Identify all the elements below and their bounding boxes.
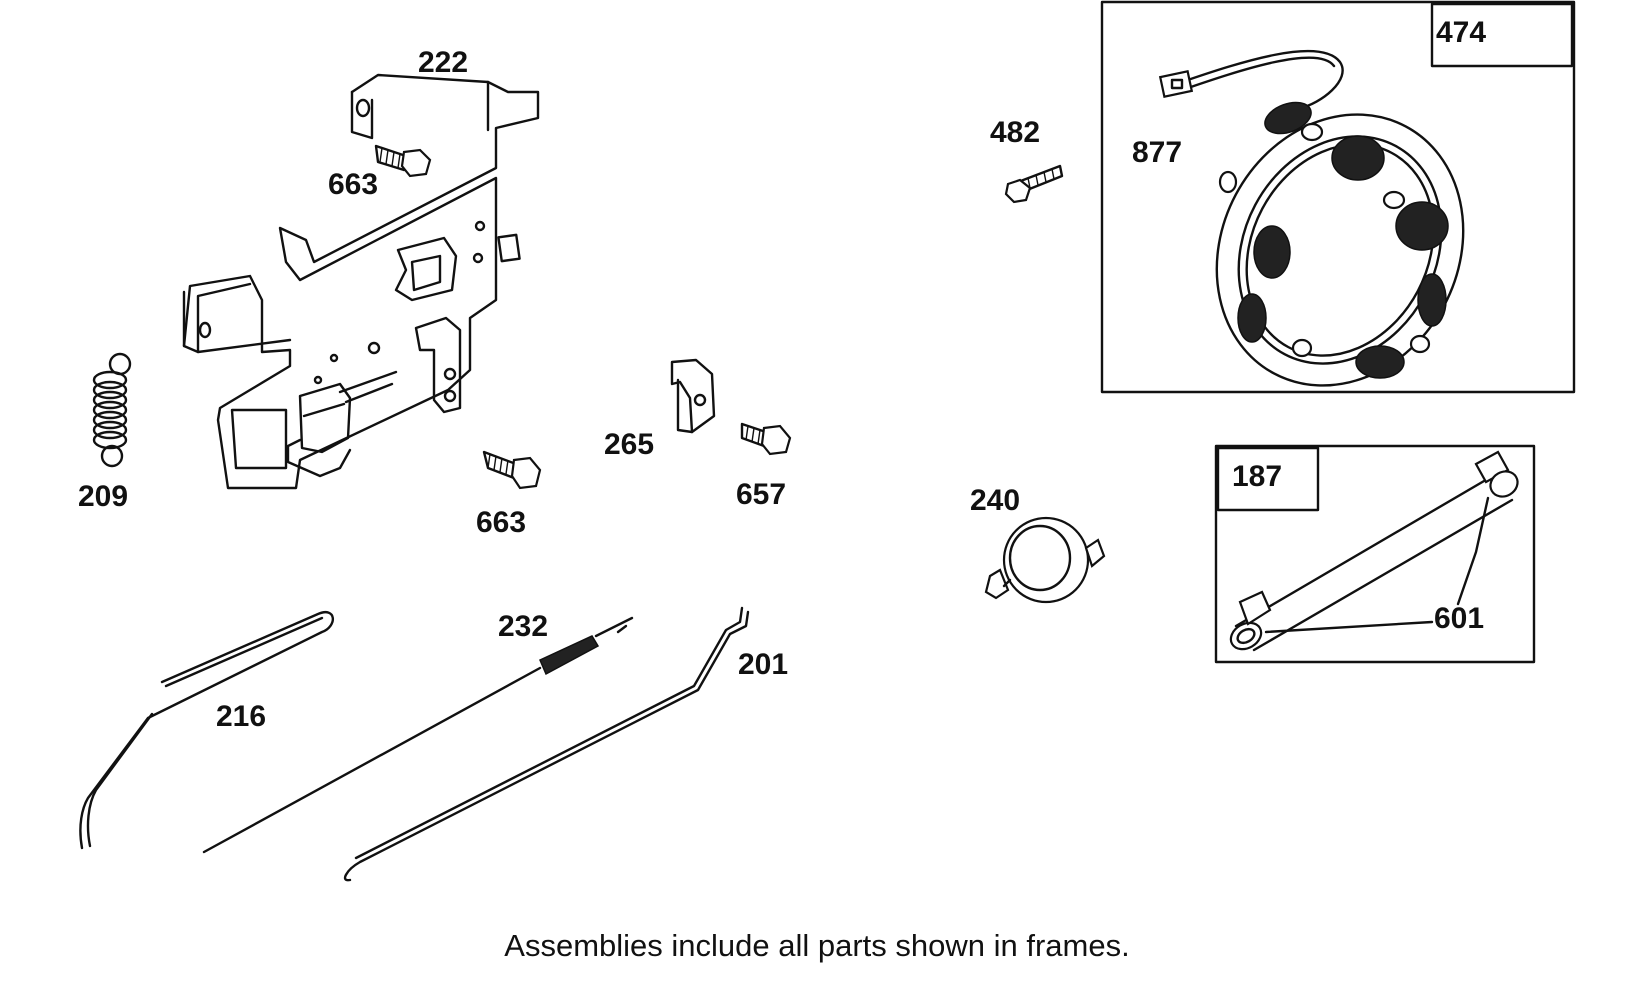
part-label-201: 201 — [738, 648, 789, 681]
frame-474 — [1100, 0, 1576, 394]
control-bracket-222 — [182, 73, 540, 490]
part-label-663-lower: 663 — [476, 506, 527, 539]
part-label-482: 482 — [990, 116, 1041, 149]
fuel-line — [1229, 450, 1519, 652]
part-label-216: 216 — [216, 700, 267, 733]
part-label-240: 240 — [970, 484, 1021, 517]
frame-187 — [1214, 444, 1536, 664]
alternator-stator — [1158, 49, 1465, 387]
part-label-265: 265 — [604, 428, 655, 461]
screw-663-upper — [374, 144, 432, 178]
part-label-222: 222 — [418, 46, 469, 79]
part-label-663-upper: 663 — [328, 168, 379, 201]
part-label-877: 877 — [1132, 136, 1183, 169]
governor-spring-232 — [202, 616, 634, 854]
screw-482 — [1004, 164, 1064, 204]
screw-663-lower — [482, 450, 542, 490]
part-label-601: 601 — [1434, 602, 1485, 635]
link-216 — [79, 611, 334, 850]
spring-209 — [92, 352, 132, 468]
part-label-209: 209 — [78, 480, 129, 513]
link-rod-201 — [343, 606, 750, 882]
diagram-caption: Assemblies include all parts shown in fr… — [504, 928, 1130, 963]
part-label-474: 474 — [1436, 16, 1487, 49]
clip-265 — [670, 358, 716, 434]
fuel-filter-240 — [984, 516, 1106, 604]
part-label-657: 657 — [736, 478, 787, 511]
part-label-187: 187 — [1232, 460, 1283, 493]
leader-601 — [1264, 496, 1490, 634]
part-label-232: 232 — [498, 610, 549, 643]
screw-657 — [740, 422, 792, 456]
